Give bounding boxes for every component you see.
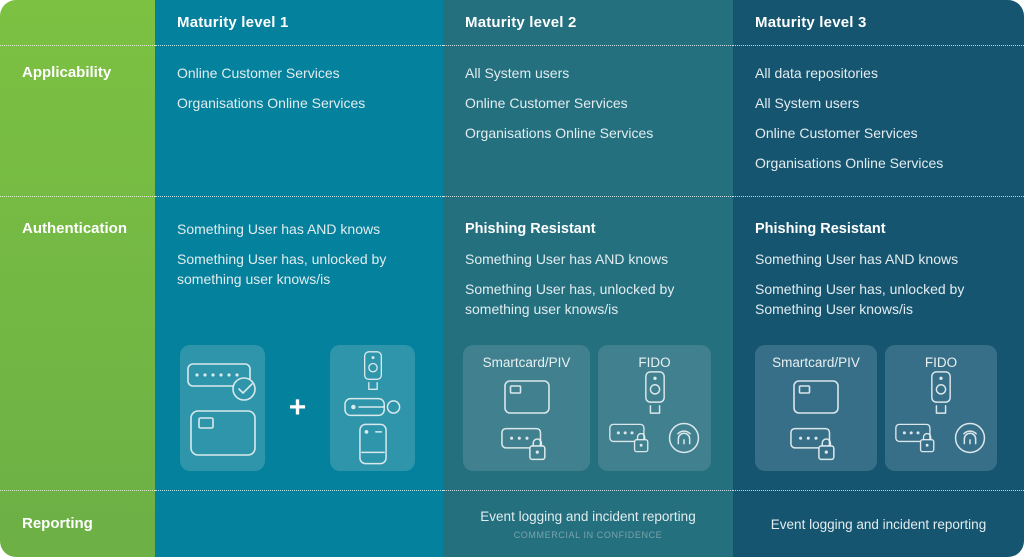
otp-token-icon	[358, 423, 387, 465]
phishing-resistant-heading: Phishing Resistant	[755, 221, 886, 237]
possession-factor-panel	[330, 345, 415, 471]
authentication-level-3-cell: Phishing Resistant Something User has AN…	[733, 196, 1024, 490]
smartcard-icon	[503, 380, 550, 414]
usb-security-key-icon	[644, 371, 665, 414]
phishing-resistant-heading: Phishing Resistant	[465, 221, 596, 237]
reporting-row-label-cell: Reporting	[0, 490, 155, 557]
level-1-factor-panels: +	[155, 345, 443, 471]
authentication-line: Something User has, unlocked by Somethin…	[755, 281, 965, 317]
maturity-level-3-title: Maturity level 3	[755, 14, 867, 31]
reporting-level-2-cell: Event logging and incident reporting COM…	[443, 490, 733, 557]
reporting-text: Event logging and incident reporting	[770, 516, 987, 532]
applicability-item: All System users	[755, 95, 860, 111]
maturity-level-2-title: Maturity level 2	[465, 14, 577, 31]
smartcard-piv-label: Smartcard/PIV	[772, 355, 860, 370]
fido-panel: FIDO	[885, 345, 997, 471]
applicability-item: Online Customer Services	[465, 95, 628, 111]
fido-label: FIDO	[924, 355, 958, 370]
authentication-level-1-cell: Something User has AND knows Something U…	[155, 196, 443, 490]
applicability-item: All System users	[465, 65, 570, 81]
commercial-in-confidence-note: COMMERCIAL IN CONFIDENCE	[513, 530, 663, 540]
applicability-level-1-cell: Online Customer Services Organisations O…	[155, 45, 443, 196]
reporting-level-3-cell: Event logging and incident reporting	[733, 490, 1024, 557]
smartcard-piv-panel: Smartcard/PIV	[463, 345, 590, 471]
plus-icon: +	[288, 391, 307, 424]
applicability-item: All data repositories	[755, 65, 878, 81]
smartcard-piv-panel: Smartcard/PIV	[755, 345, 877, 471]
applicability-level-3-cell: All data repositories All System users O…	[733, 45, 1024, 196]
authentication-line: Something User has, unlocked by somethin…	[177, 251, 387, 287]
authentication-row-label-cell: Authentication	[0, 196, 155, 490]
applicability-row-label-cell: Applicability	[0, 45, 155, 196]
key-fob-icon	[343, 397, 400, 417]
maturity-level-3-column: Maturity level 3 All data repositories A…	[733, 0, 1024, 557]
authentication-line: Something User has AND knows	[177, 221, 381, 237]
level-3-factor-panels: Smartcard/PIV FIDO	[733, 345, 1024, 471]
fido-factor-icons	[608, 421, 701, 455]
reporting-text: Event logging and incident reporting	[480, 509, 696, 524]
reporting-level-1-cell	[155, 490, 443, 557]
row-label-column: Applicability Authentication Reporting	[0, 0, 155, 557]
pin-lock-icon	[608, 423, 648, 453]
usb-security-key-icon	[363, 351, 382, 390]
fido-panel: FIDO	[598, 345, 711, 471]
applicability-level-2-cell: All System users Online Customer Service…	[443, 45, 733, 196]
pin-lock-icon	[895, 423, 935, 453]
authentication-line: Something User has AND knows	[465, 251, 669, 267]
maturity-level-2-header: Maturity level 2	[443, 0, 733, 45]
applicability-row-label: Applicability	[22, 64, 112, 81]
fingerprint-icon	[954, 422, 986, 454]
smartcard-icon	[793, 380, 839, 414]
authentication-line: Something User has, unlocked by somethin…	[465, 281, 675, 317]
label-column-header	[0, 0, 155, 45]
maturity-level-2-column: Maturity level 2 All System users Online…	[443, 0, 733, 557]
smartcard-piv-label: Smartcard/PIV	[482, 355, 571, 370]
applicability-item: Organisations Online Services	[177, 95, 366, 111]
usb-security-key-icon	[931, 371, 951, 414]
applicability-item: Online Customer Services	[755, 125, 918, 141]
pin-lock-icon	[790, 427, 835, 461]
authentication-level-2-cell: Phishing Resistant Something User has AN…	[443, 196, 733, 490]
maturity-level-1-column: Maturity level 1 Online Customer Service…	[155, 0, 443, 557]
knowledge-factor-panel	[180, 345, 265, 471]
fido-label: FIDO	[638, 355, 671, 370]
applicability-item: Online Customer Services	[177, 65, 340, 81]
authentication-row-label: Authentication	[22, 220, 127, 237]
fingerprint-icon	[668, 422, 699, 454]
plus-separator: +	[265, 345, 330, 471]
fido-factor-icons	[895, 421, 987, 455]
level-2-factor-panels: Smartcard/PIV FIDO	[443, 345, 733, 471]
smartcard-icon	[189, 410, 256, 457]
pin-lock-icon	[500, 427, 546, 461]
applicability-item: Organisations Online Services	[755, 155, 944, 171]
maturity-level-1-header: Maturity level 1	[155, 0, 443, 45]
reporting-row-label: Reporting	[22, 515, 93, 532]
password-check-icon	[186, 362, 256, 401]
maturity-level-1-title: Maturity level 1	[177, 14, 289, 31]
applicability-item: Organisations Online Services	[465, 125, 654, 141]
authentication-line: Something User has AND knows	[755, 251, 959, 267]
maturity-level-3-header: Maturity level 3	[733, 0, 1024, 45]
